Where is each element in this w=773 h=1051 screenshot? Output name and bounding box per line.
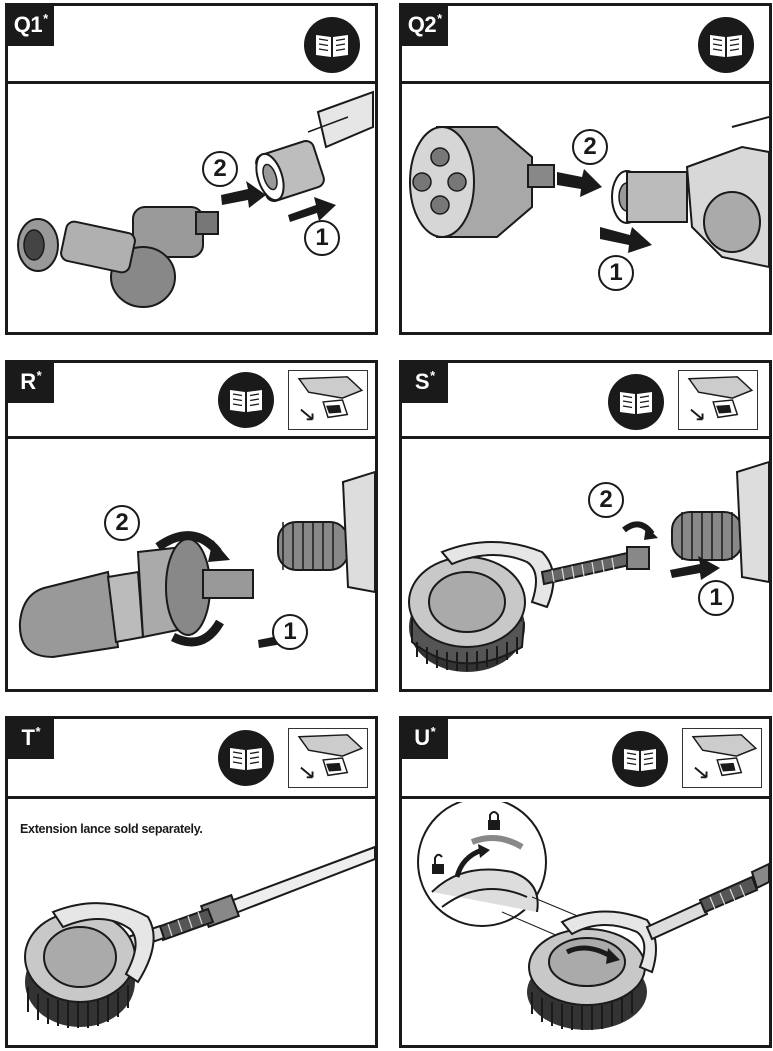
panel-label-text: S (414, 369, 430, 394)
panel-header: Q2* (402, 6, 769, 84)
panel-label: Q1* (8, 6, 54, 46)
panel-label: R* (8, 363, 54, 403)
panel-u: U* (399, 716, 772, 1048)
panel-q2: Q2* 2 1 (399, 3, 772, 335)
panel-label-text: T (21, 725, 35, 750)
remove-battery-icon (678, 370, 758, 430)
open-book-icon (218, 372, 274, 428)
connector-illustration (17, 90, 374, 308)
panel-label: S* (402, 363, 448, 403)
step-number: 1 (315, 224, 329, 251)
panel-label: U* (402, 719, 448, 759)
brush-lock-illustration (417, 802, 769, 1030)
step-2-marker: 2 (572, 129, 608, 165)
step-number: 1 (609, 259, 623, 286)
panel-label-text: Q1 (13, 12, 43, 37)
extension-lance-illustration (24, 845, 375, 1028)
panel-header: S* (402, 363, 769, 439)
step-number: 2 (583, 133, 597, 160)
step-2-marker: 2 (104, 505, 140, 541)
step-1-marker: 1 (304, 220, 340, 256)
multi-nozzle-illustration (409, 116, 769, 269)
step-number: 1 (283, 618, 297, 645)
step-1-marker: 1 (698, 580, 734, 616)
panel-label-star: * (430, 368, 436, 383)
remove-battery-icon (682, 728, 762, 788)
panel-header: T* (8, 719, 375, 799)
panel-label-text: R (20, 369, 36, 394)
panel-header: R* (8, 363, 375, 439)
panel-q1: Q1* 2 1 (5, 3, 378, 335)
panel-illustration: 2 1 (402, 442, 769, 689)
step-1-marker: 1 (272, 614, 308, 650)
brush-attachment-illustration (408, 460, 769, 672)
open-book-icon (304, 17, 360, 73)
panel-label-star: * (437, 11, 443, 26)
step-number: 2 (115, 509, 129, 536)
open-book-icon (612, 731, 668, 787)
step-number: 2 (213, 155, 227, 182)
panel-label-star: * (35, 724, 41, 739)
open-book-icon (698, 17, 754, 73)
panel-label: T* (8, 719, 54, 759)
panel-illustration: 2 1 (402, 87, 769, 332)
panel-label-text: Q2 (407, 12, 437, 37)
panel-label: Q2* (402, 6, 448, 46)
step-2-marker: 2 (588, 482, 624, 518)
step-2-marker: 2 (202, 151, 238, 187)
panel-illustration: 2 1 (8, 87, 375, 332)
panel-t: T* Extension lance sold separately. (5, 716, 378, 1048)
unlock-icon (432, 853, 444, 874)
panel-illustration (402, 802, 769, 1045)
open-book-icon (218, 730, 274, 786)
foam-nozzle-illustration (18, 470, 375, 659)
panel-r: R* 2 1 (5, 360, 378, 692)
remove-battery-icon (288, 728, 368, 788)
panel-header: Q1* (8, 6, 375, 84)
step-1-marker: 1 (598, 255, 634, 291)
extension-lance-note: Extension lance sold separately. (20, 822, 203, 836)
panel-illustration: 2 1 (8, 442, 375, 689)
panel-label-star: * (430, 724, 436, 739)
lock-icon (488, 811, 500, 830)
panel-label-star: * (36, 368, 42, 383)
open-book-icon (608, 374, 664, 430)
remove-battery-icon (288, 370, 368, 430)
step-number: 1 (709, 584, 723, 611)
panel-label-star: * (43, 11, 49, 26)
panel-s: S* (399, 360, 772, 692)
panel-header: U* (402, 719, 769, 799)
panel-label-text: U (414, 725, 430, 750)
step-number: 2 (599, 486, 613, 513)
panel-illustration: Extension lance sold separately. (8, 802, 375, 1045)
